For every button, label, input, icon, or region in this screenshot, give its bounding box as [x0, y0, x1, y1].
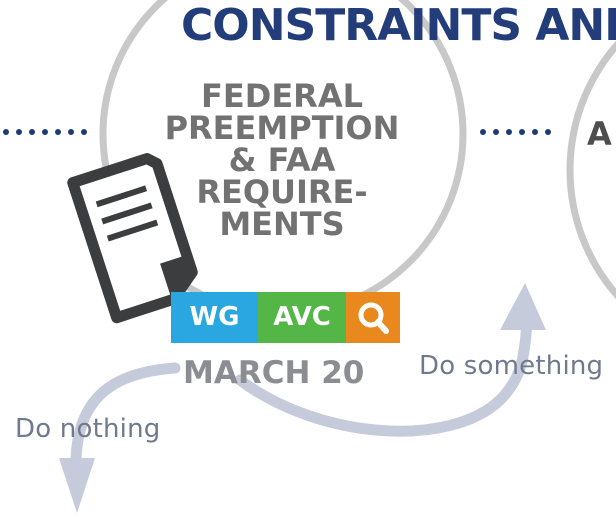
topic-line: & FAA	[228, 141, 336, 179]
topic-line: MENTS	[219, 205, 345, 243]
do-nothing-label: Do nothing	[15, 414, 161, 444]
do-nothing-arrowhead	[59, 458, 95, 513]
next-topic-label: A	[587, 115, 612, 153]
topic-label: FEDERAL PREEMPTION & FAA REQUIRE- MENTS	[150, 80, 414, 240]
topic-line: FEDERAL	[201, 77, 363, 115]
document-icon	[67, 153, 198, 324]
left-dotted-connector	[3, 129, 87, 135]
do-something-arrow	[234, 314, 533, 437]
search-badge	[346, 292, 400, 343]
next-topic-circle	[566, 40, 616, 300]
topic-line: REQUIRE-	[196, 173, 368, 211]
date-label: MARCH 20	[183, 355, 365, 391]
page-title: CONSTRAINTS AND	[181, 0, 616, 51]
topic-line: PREEMPTION	[164, 109, 400, 147]
wg-badge: WG	[171, 292, 258, 343]
do-something-label: Do something	[419, 351, 604, 381]
avc-badge: AVC	[258, 292, 346, 343]
do-something-arrowhead	[500, 283, 546, 330]
search-icon	[358, 302, 389, 334]
do-nothing-arrow	[70, 362, 181, 466]
middle-dotted-connector	[480, 129, 551, 135]
